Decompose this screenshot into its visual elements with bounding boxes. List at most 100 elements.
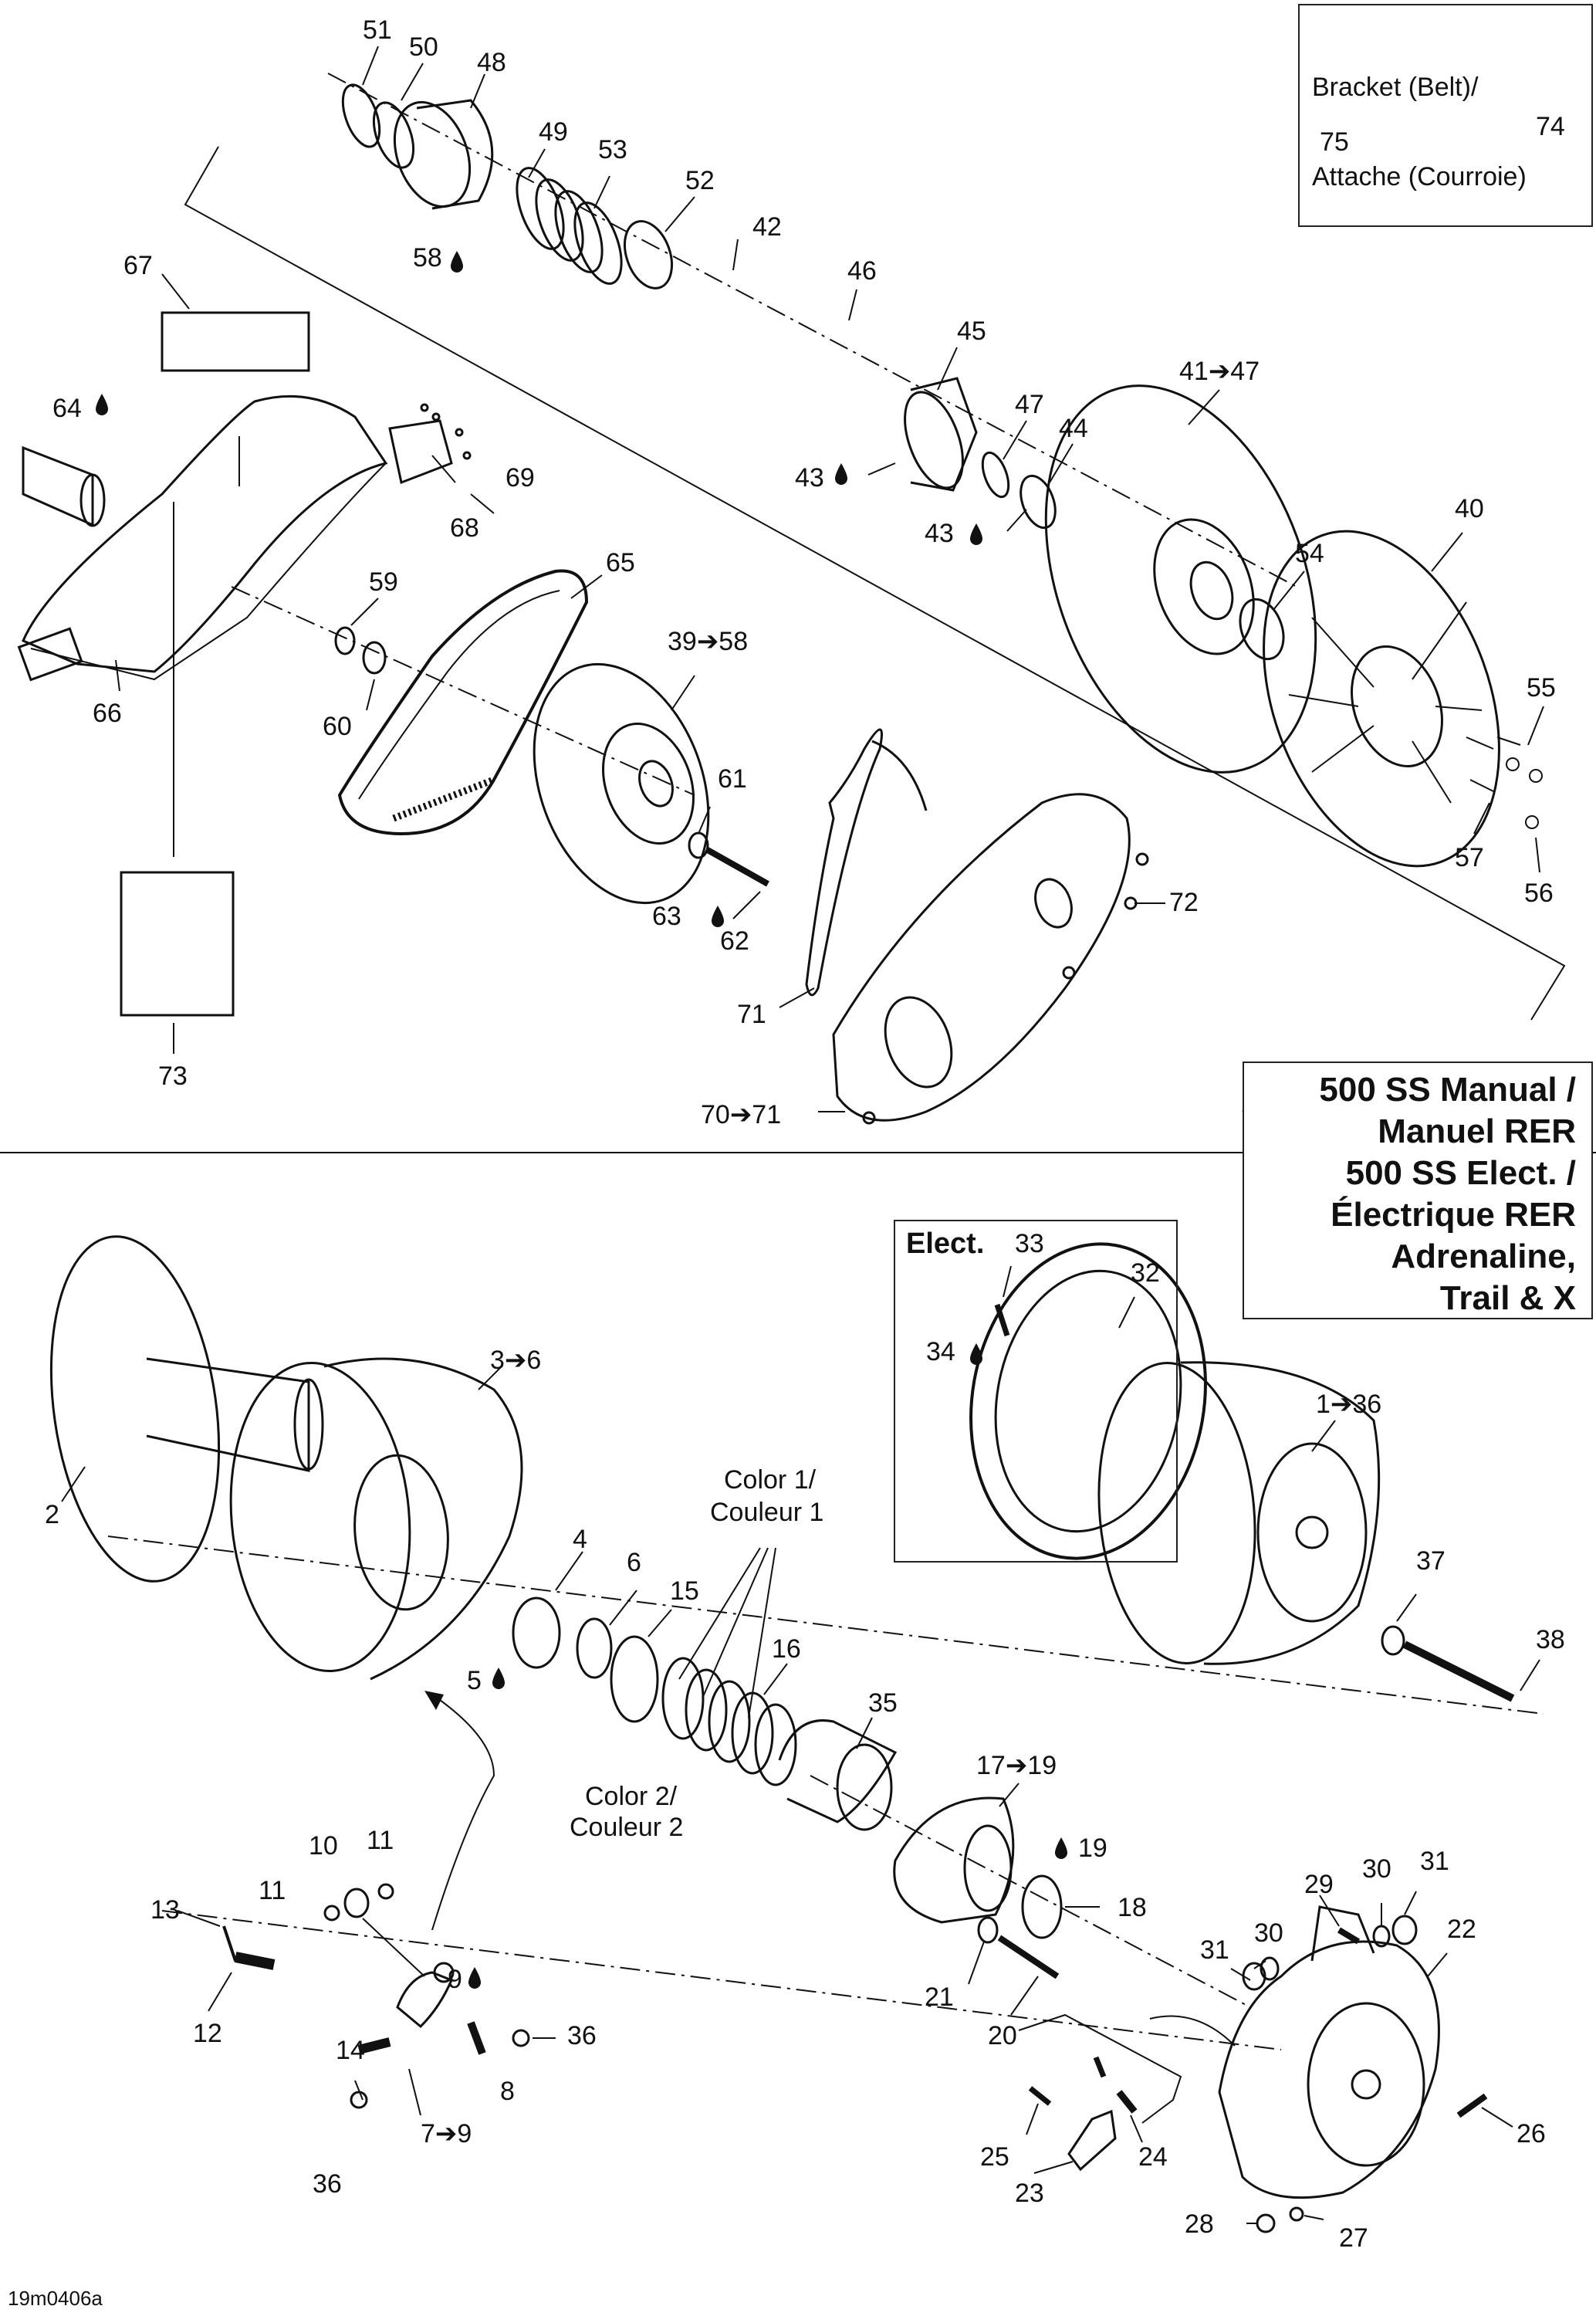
part-bushing-44	[1019, 474, 1057, 530]
callout-26: 26	[1517, 2119, 1546, 2148]
part-washer-15	[610, 1635, 659, 1723]
callout-20: 20	[988, 2021, 1017, 2050]
callout-48: 48	[477, 48, 506, 77]
part-screw-13	[222, 1925, 237, 1962]
callout-34: 34	[926, 1337, 955, 1366]
callout-14: 14	[336, 2036, 365, 2065]
part-lever-arm	[1067, 2109, 1117, 2172]
elect-title: Elect.	[906, 1227, 985, 1260]
part-info-label-73	[120, 871, 235, 1017]
part-sleeve-35	[778, 1719, 898, 1823]
part-governor-cup	[1218, 1940, 1440, 2199]
part-bracket-68	[388, 419, 453, 485]
callout-31b: 31	[1200, 1935, 1229, 1965]
part-complete-pulley	[1097, 1362, 1256, 1664]
part-washer-59	[334, 626, 356, 655]
part-sliding-sheave	[1044, 384, 1317, 774]
callout-3-6: 3➔6	[490, 1346, 542, 1375]
part-spring-upper	[516, 167, 623, 285]
color2-label-line1: Color 2/	[585, 1782, 678, 1811]
callout-70-71: 70➔71	[701, 1100, 782, 1129]
axis-line-mid	[231, 586, 695, 796]
part-spider	[893, 1796, 1015, 1924]
part-spring-29	[1337, 1927, 1361, 1945]
callout-22: 22	[1447, 1915, 1476, 1944]
callout-39-58: 39➔58	[668, 627, 749, 656]
callout-30b: 30	[1254, 1918, 1283, 1948]
part-pin-8	[467, 2021, 486, 2055]
model-line-1: 500 SS Manual /	[1319, 1071, 1576, 1109]
callout-57: 57	[1455, 843, 1484, 872]
callout-62: 62	[720, 926, 749, 956]
callout-38: 38	[1536, 1625, 1565, 1654]
part-pins	[1466, 736, 1543, 829]
callout-50: 50	[409, 32, 438, 62]
part-fixed-sheave	[1263, 530, 1500, 868]
part-pin-14	[357, 2037, 391, 2054]
callout-64: 64	[52, 394, 82, 423]
callout-21: 21	[925, 1982, 954, 2012]
callout-47: 47	[1015, 390, 1044, 419]
callout-54: 54	[1295, 539, 1324, 568]
callout-6: 6	[627, 1548, 641, 1577]
callout-2: 2	[45, 1500, 59, 1529]
callout-36a: 36	[567, 2021, 597, 2050]
callout-18: 18	[1118, 1893, 1147, 1922]
part-cover-seal	[805, 728, 883, 997]
callout-41-47: 41➔47	[1179, 357, 1260, 386]
callout-27: 27	[1339, 2223, 1368, 2253]
part-hinge-bracket	[17, 627, 83, 682]
part-clip-6	[576, 1617, 613, 1679]
callout-43a: 43	[795, 463, 824, 493]
color1-label-line1: Color 1/	[724, 1465, 817, 1495]
part-ring-52	[624, 220, 673, 290]
callout-16: 16	[772, 1634, 801, 1664]
part-shaft	[146, 1357, 310, 1472]
callout-75: 75	[1320, 127, 1349, 157]
callout-19: 19	[1078, 1834, 1107, 1863]
part-cup	[393, 100, 472, 208]
part-pin-12	[234, 1952, 276, 1970]
callout-7-9: 7➔9	[421, 2119, 472, 2148]
bracket-title-line2: Attache (Courroie)	[1312, 162, 1527, 191]
callout-43b: 43	[925, 519, 954, 548]
part-ring-gear	[969, 1242, 1207, 1560]
part-pulley-cover	[832, 793, 1131, 1122]
callout-40: 40	[1455, 494, 1484, 523]
callout-23: 23	[1015, 2179, 1044, 2208]
oil-drop-icons	[96, 251, 1067, 1989]
callout-59: 59	[369, 567, 398, 597]
callout-56: 56	[1524, 879, 1554, 908]
oil-drop-icon	[970, 523, 982, 545]
callout-55: 55	[1527, 673, 1556, 703]
callout-60: 60	[323, 712, 352, 741]
part-belt-guard	[22, 394, 388, 673]
callout-37: 37	[1416, 1546, 1446, 1576]
callout-10: 10	[309, 1831, 338, 1861]
callout-4: 4	[573, 1525, 587, 1554]
part-washer-60	[362, 641, 387, 675]
part-bushing-45	[904, 391, 964, 489]
callout-46: 46	[847, 256, 877, 286]
part-washer	[372, 101, 415, 169]
callout-8: 8	[500, 2077, 515, 2106]
callout-35: 35	[868, 1688, 898, 1718]
axis-line-bottom	[810, 1775, 1251, 2008]
callout-30a: 30	[1362, 1854, 1391, 1884]
part-bolt-38	[1402, 1640, 1515, 1702]
model-line-5: Adrenaline,	[1391, 1238, 1576, 1275]
callout-44: 44	[1059, 414, 1088, 443]
part-bolt-62	[705, 846, 769, 887]
part-cup-body	[416, 99, 494, 210]
part-washer-54	[1239, 598, 1285, 661]
oil-drop-icon	[712, 906, 724, 927]
part-nut-28	[1256, 2213, 1276, 2233]
callout-31a: 31	[1420, 1847, 1449, 1876]
part-bushing-18	[1021, 1874, 1063, 1939]
callout-69: 69	[506, 463, 535, 493]
part-drive-belt	[337, 569, 589, 836]
model-line-2: Manuel RER	[1378, 1112, 1576, 1150]
callout-12: 12	[193, 2019, 222, 2048]
model-line-4: Électrique RER	[1331, 1196, 1576, 1234]
